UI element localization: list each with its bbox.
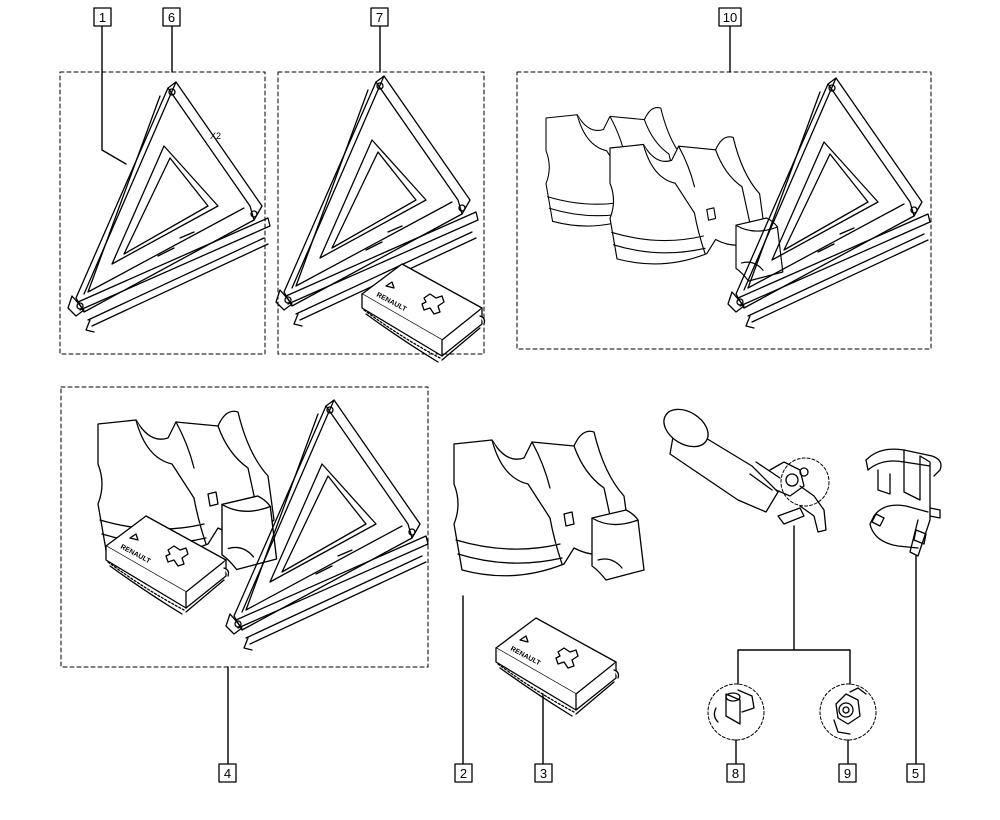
first-aid-kit-group-7: RENAULT xyxy=(361,263,486,363)
callout-1: 1 xyxy=(93,7,112,27)
bag-part-2 xyxy=(591,509,645,581)
callout-4: 4 xyxy=(218,763,237,783)
bag-group-10 xyxy=(735,217,784,282)
svg-text:5: 5 xyxy=(912,766,919,781)
group-box-6 xyxy=(59,71,266,355)
nozzle-detail-part-8 xyxy=(707,683,765,741)
svg-text:7: 7 xyxy=(376,10,383,25)
svg-text:2: 2 xyxy=(460,766,467,781)
svg-text:6: 6 xyxy=(168,10,175,25)
callout-3: 3 xyxy=(534,763,553,783)
first-aid-kit-group-4: RENAULT xyxy=(105,515,230,615)
leader-lines xyxy=(101,25,917,765)
leader-nozzle-split xyxy=(737,525,851,685)
group-box-4 xyxy=(60,386,429,668)
svg-text:3: 3 xyxy=(540,766,547,781)
group-box-7 xyxy=(277,71,485,355)
svg-text:8: 8 xyxy=(732,766,739,781)
fire-extinguisher xyxy=(663,408,830,533)
callout-2: 2 xyxy=(454,763,473,783)
svg-text:10: 10 xyxy=(723,10,737,25)
warning-triangle-part-1 xyxy=(67,81,271,333)
extinguisher-bracket-part-5 xyxy=(865,448,942,557)
svg-text:4: 4 xyxy=(224,766,231,781)
quantity-label: X2 xyxy=(210,131,221,141)
callout-5: 5 xyxy=(906,763,925,783)
svg-text:9: 9 xyxy=(844,766,851,781)
callout-7: 7 xyxy=(370,7,389,27)
callout-10: 10 xyxy=(718,7,742,27)
group-box-10 xyxy=(516,71,932,350)
svg-text:1: 1 xyxy=(99,10,106,25)
leader-1 xyxy=(101,25,127,165)
callout-8: 8 xyxy=(726,763,745,783)
nozzle-detail-part-9 xyxy=(819,683,877,741)
bag-group-4 xyxy=(221,495,278,571)
first-aid-kit-part-3: RENAULT xyxy=(495,617,620,717)
callout-6: 6 xyxy=(162,7,181,27)
callout-9: 9 xyxy=(838,763,857,783)
